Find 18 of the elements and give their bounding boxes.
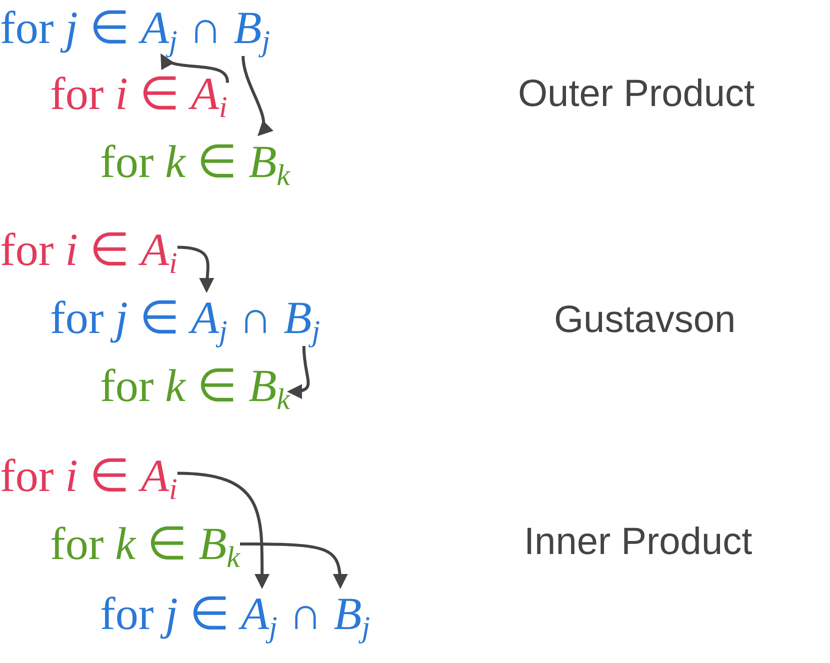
curved-arrow	[240, 542, 348, 589]
curved-arrow	[242, 56, 273, 136]
algorithm-name: Gustavson	[554, 298, 736, 343]
loop-statement: for k ∈ B$_{k}$	[100, 358, 290, 414]
loop-statement: for k ∈ B$_{k}$	[50, 516, 240, 572]
curved-arrow	[177, 246, 214, 293]
loop-statement: for j ∈ A$_{j}$ ∩ B$_{j}$	[50, 290, 320, 346]
algorithm-name: Inner Product	[524, 520, 752, 565]
algorithm-name: Outer Product	[518, 72, 755, 117]
loop-statement: for j ∈ A$_{j}$ ∩ B$_{j}$	[0, 0, 270, 56]
loop-statement: for k ∈ B$_{k}$	[100, 134, 290, 190]
curved-arrow	[177, 472, 270, 589]
loop-statement: for i ∈ A$_{i}$	[0, 448, 178, 504]
curved-arrow	[287, 346, 310, 399]
loop-statement: for i ∈ A$_{i}$	[0, 222, 178, 278]
curved-arrow	[160, 54, 229, 83]
loop-statement: for i ∈ A$_{i}$	[50, 66, 228, 122]
loop-statement: for j ∈ A$_{j}$ ∩ B$_{j}$	[100, 586, 370, 642]
